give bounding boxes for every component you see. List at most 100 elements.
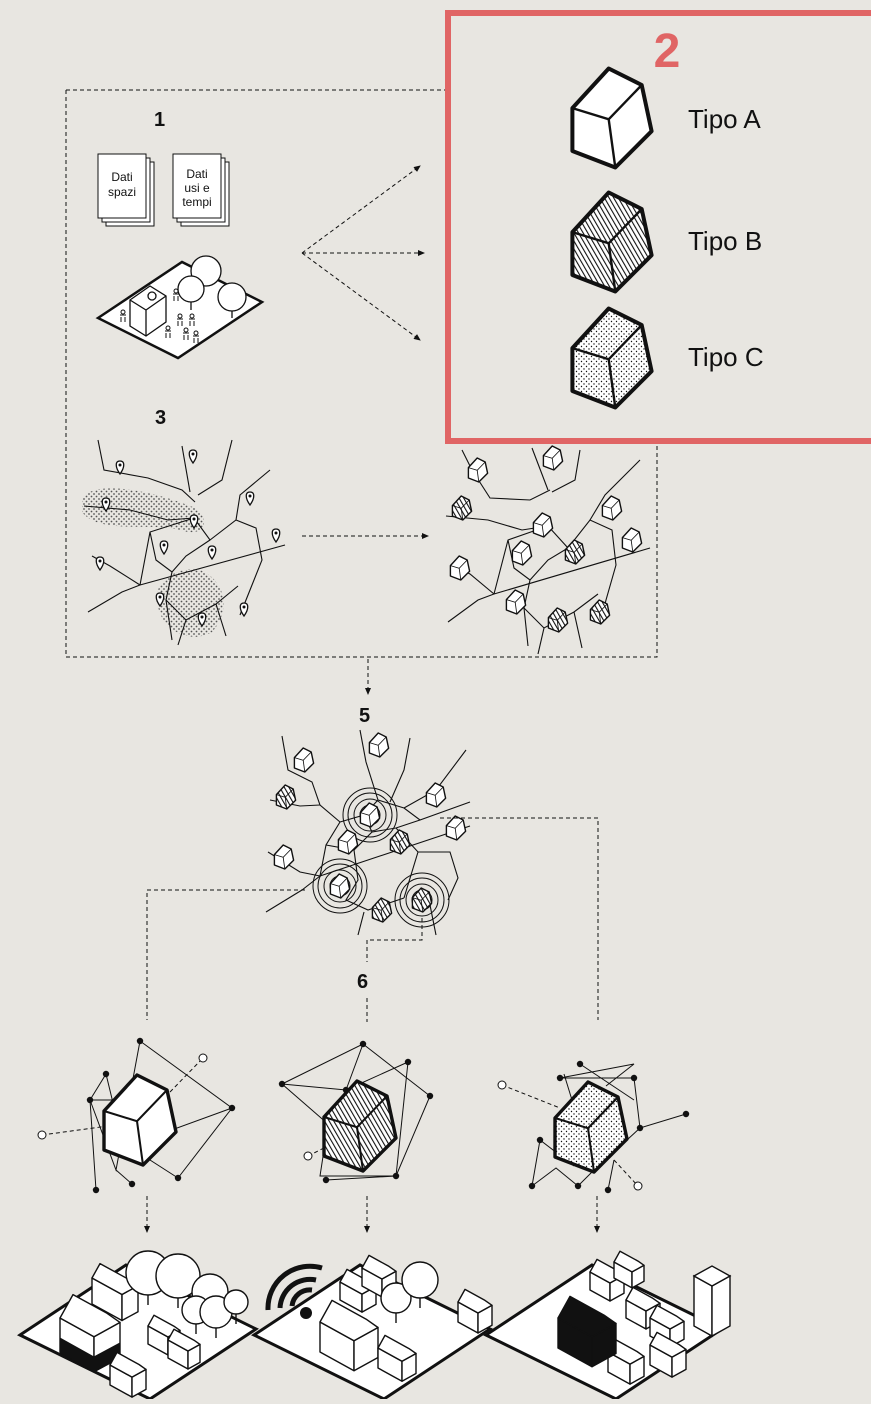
scene-a <box>16 1250 260 1401</box>
external-node <box>303 1151 313 1161</box>
document-spazi: Dati spazi <box>97 153 155 227</box>
steps-frame <box>65 89 658 658</box>
house-icon <box>425 782 447 808</box>
step-3-number: 3 <box>155 407 166 429</box>
house-icon <box>601 495 623 521</box>
house-icon <box>505 589 527 615</box>
document-spazi-line-1: Dati <box>111 170 132 184</box>
scene-b <box>250 1254 494 1401</box>
cluster-house-icon <box>322 1079 398 1173</box>
building-icon <box>607 1338 645 1385</box>
location-pin-icon <box>245 491 255 507</box>
network-node <box>322 1176 330 1184</box>
house-icon <box>542 445 564 471</box>
building-icon <box>319 1299 379 1372</box>
external-node <box>198 1053 208 1063</box>
network-node <box>630 1074 638 1082</box>
building-icon <box>457 1288 493 1334</box>
house-icon <box>389 829 411 855</box>
house-icon <box>547 607 569 633</box>
house-icon <box>451 495 473 521</box>
map-step-3 <box>82 439 286 646</box>
house-icon <box>449 555 471 581</box>
network-node <box>528 1182 536 1190</box>
type-a-label: Tipo A <box>688 104 761 134</box>
tree-icon <box>380 1282 412 1323</box>
step-5-number: 5 <box>359 705 370 727</box>
network-node <box>636 1124 644 1132</box>
document-usi-e-tempi: Dati usi e tempi <box>172 153 230 227</box>
house-type-a-icon <box>570 66 654 170</box>
network-node <box>92 1186 100 1194</box>
building-icon <box>649 1331 687 1378</box>
cluster-house-icon <box>102 1073 178 1167</box>
location-pin-icon <box>101 497 111 513</box>
house-icon <box>273 844 295 870</box>
document-spazi-line-2: spazi <box>108 185 136 199</box>
fan-arrows <box>301 165 425 341</box>
network-node <box>128 1180 136 1188</box>
house-icon <box>564 539 586 565</box>
tree-icon <box>155 1253 201 1308</box>
cluster-house-icon <box>553 1080 629 1174</box>
network-node <box>682 1110 690 1118</box>
building-icon <box>557 1295 617 1368</box>
house-icon <box>329 873 351 899</box>
house-icon <box>293 747 315 773</box>
house-icon <box>411 887 433 913</box>
tower-building-icon <box>692 1265 732 1338</box>
house-icon <box>467 457 489 483</box>
house-icon <box>511 540 533 566</box>
building-icon <box>109 1351 147 1398</box>
location-pin-icon <box>95 556 105 572</box>
external-node <box>37 1130 47 1140</box>
house-type-b-icon <box>570 190 654 294</box>
house-icon <box>445 815 467 841</box>
external-node <box>633 1181 643 1191</box>
network-node <box>228 1104 236 1112</box>
location-pin-icon <box>159 540 169 556</box>
tree-icon <box>401 1261 439 1308</box>
building-icon <box>377 1334 417 1382</box>
map-step-5 <box>265 729 471 936</box>
wifi-signal-icon <box>265 1263 323 1319</box>
house-icon <box>275 784 297 810</box>
scene-arrows <box>144 1196 600 1233</box>
location-pin-icon <box>207 545 217 561</box>
building-icon <box>91 1262 139 1322</box>
network-node <box>536 1136 544 1144</box>
network-node <box>576 1060 584 1068</box>
step-1-number: 1 <box>154 109 165 131</box>
network-node <box>278 1080 286 1088</box>
building-icon <box>167 1328 201 1370</box>
house-icon <box>337 829 359 855</box>
network-node <box>556 1074 564 1082</box>
document-usi-line-3: tempi <box>182 195 211 209</box>
house-type-c-icon <box>570 306 654 410</box>
location-pin-icon <box>155 592 165 608</box>
types-panel-frame <box>445 10 871 444</box>
network-node <box>102 1070 110 1078</box>
house-icon <box>359 802 381 828</box>
network-node <box>136 1037 144 1045</box>
step-2-number: 2 <box>654 25 681 78</box>
building-icon <box>613 1250 645 1289</box>
cluster-type-c <box>497 1060 690 1194</box>
location-pin-icon <box>197 612 207 628</box>
location-pin-icon <box>115 460 125 476</box>
step-6-number: 6 <box>357 971 368 993</box>
map-step-4 <box>445 445 651 655</box>
house-icon <box>368 732 390 758</box>
house-icon <box>532 512 554 538</box>
network-node <box>604 1186 612 1194</box>
network-node <box>426 1092 434 1100</box>
external-node <box>497 1080 507 1090</box>
network-node <box>404 1058 412 1066</box>
house-icon <box>371 897 393 923</box>
document-usi-line-1: Dati <box>186 167 207 181</box>
type-b-label: Tipo B <box>688 226 762 256</box>
cluster-type-b <box>278 1040 434 1184</box>
network-node <box>392 1172 400 1180</box>
